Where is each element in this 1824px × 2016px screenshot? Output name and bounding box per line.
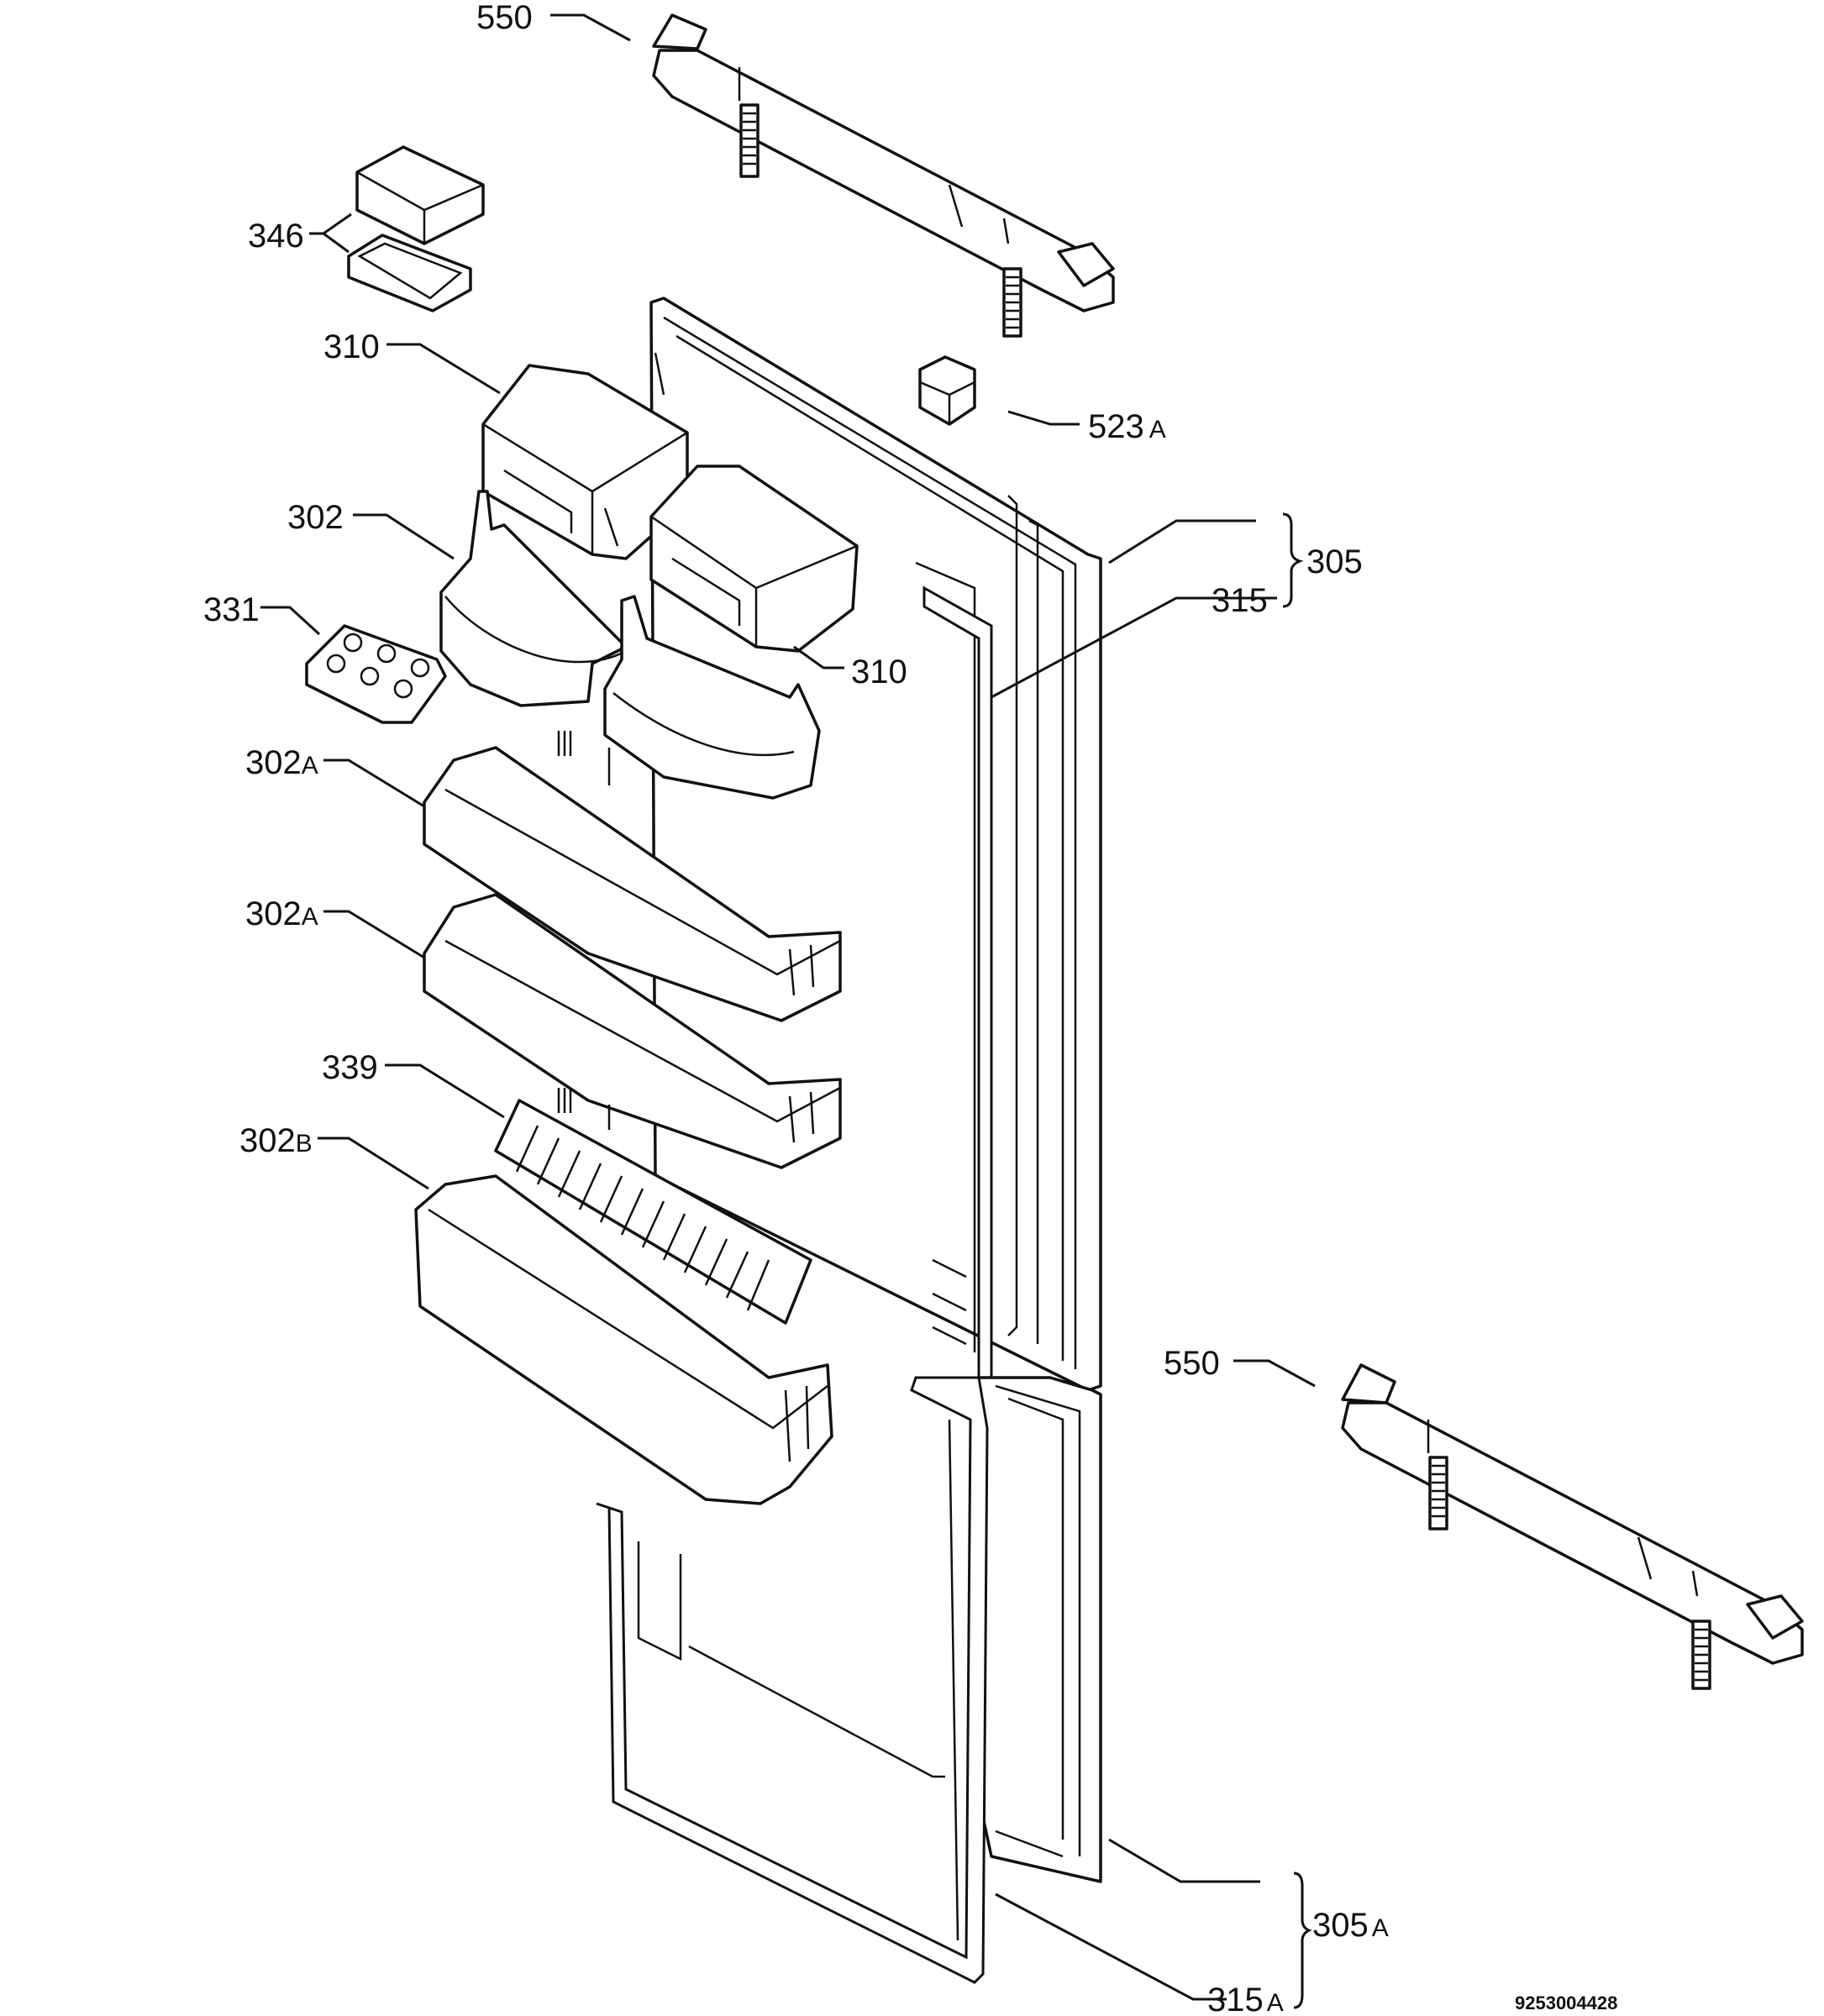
callout-302a-1: 302A: [245, 744, 318, 781]
callout-302a-2: 302A: [245, 895, 318, 932]
callout-305: 305: [1306, 543, 1363, 580]
part-339-shelf-cover: [494, 1099, 812, 1325]
alignment-marks-lower: [557, 1088, 611, 1130]
part-310-dairy-box-right: [649, 465, 859, 653]
document-number: 9253004428: [1515, 1992, 1617, 2013]
callout-346: 346: [248, 218, 304, 255]
part-302b-bottle-shelf: [414, 1174, 833, 1505]
callout-310-lower: 310: [851, 654, 907, 690]
part-346-light-cover: [347, 145, 485, 312]
door-lower-frame: [596, 1376, 1102, 1984]
part-302a-door-shelf-1: [423, 746, 842, 1022]
callout-331: 331: [203, 591, 260, 628]
callout-550-bottom: 550: [1164, 1345, 1220, 1382]
callout-315: 315: [1212, 582, 1268, 619]
callout-310-top: 310: [323, 328, 380, 365]
part-302-egg-tray-right: [603, 595, 821, 800]
callout-339: 339: [322, 1049, 378, 1086]
part-331-egg-rack: [305, 624, 447, 724]
callout-302b: 302B: [239, 1122, 313, 1159]
part-302a-door-shelf-2: [423, 893, 842, 1169]
callout-302: 302: [287, 499, 344, 536]
part-523a-clip: [918, 355, 976, 426]
alignment-marks-upper: [557, 731, 611, 785]
leader-lines: [260, 13, 1316, 2009]
door-handle-bottom: [1341, 1363, 1804, 1690]
door-handle-top: [652, 13, 1115, 338]
callout-550-top: 550: [476, 0, 533, 36]
